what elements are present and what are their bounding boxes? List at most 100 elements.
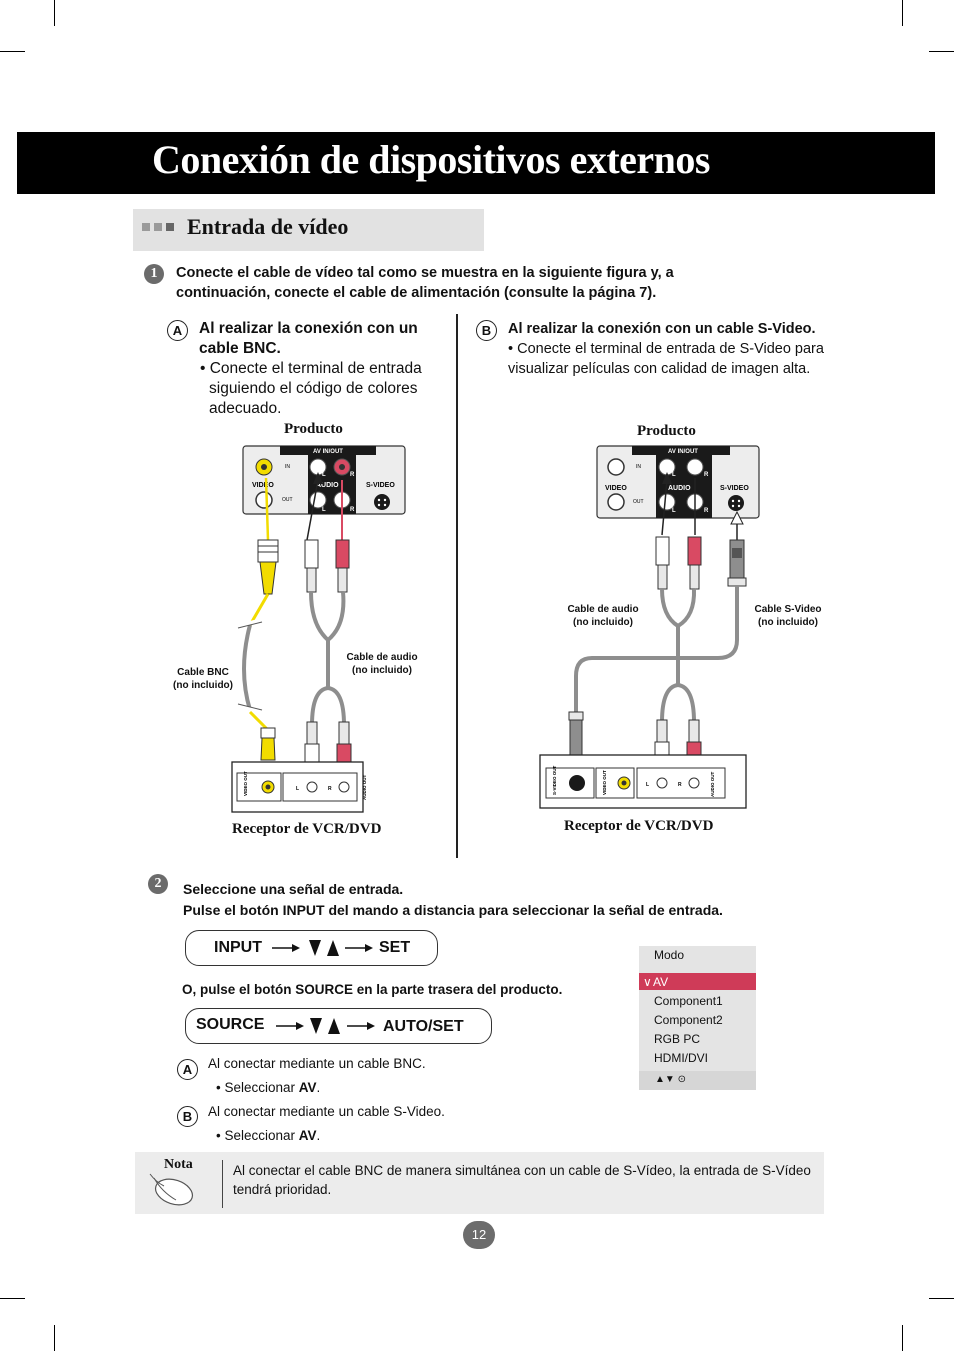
panel-b-out-label: OUT: [633, 499, 644, 505]
step2-option-b-badge: B: [177, 1106, 198, 1127]
diagram-b-product-label: Producto: [637, 423, 696, 439]
section-title: Entrada de vídeo: [187, 214, 349, 239]
option-a-heading-line2: cable BNC.: [199, 340, 281, 357]
input-sequence-pill: [185, 930, 438, 966]
down-up-arrows-icon: [310, 1018, 340, 1034]
panel-b-l-top: L: [672, 472, 676, 478]
vcr-b-svideo-port: [569, 775, 585, 791]
menu-title: Modo: [654, 948, 685, 962]
step-1-line2: continuación, conecte el cable de alimen…: [176, 285, 657, 301]
diagram-a-bnc-label: Cable BNC (no incluido): [164, 666, 242, 692]
select-suffix: .: [316, 1128, 321, 1143]
crop-mark: [902, 0, 903, 26]
vcr-b-audio-out-label: AUDIO OUT: [710, 772, 715, 798]
diagram-b-svideo-label: Cable S-Video (no incluido): [744, 603, 832, 629]
input-mode-menu: Modo ∨ AV Component1 Component2 RGB PC H…: [639, 946, 756, 1090]
panel-a-audio-label: AUDIO: [316, 482, 339, 489]
option-a-bullet-line2: siguiendo el código de colores: [209, 380, 418, 397]
option-b-bullet: • Conecte el terminal de entrada de S-Vi…: [508, 339, 824, 379]
section-bullet-icon: [166, 223, 174, 231]
panel-a-r-bottom: R: [350, 507, 355, 513]
diagram-b-audio-label-line2: (no incluido): [573, 617, 633, 628]
arrow-right-icon: [345, 944, 373, 952]
vcr-a-audio-out-label: AUDIO OUT: [362, 775, 367, 801]
page-title: Conexión de dispositivos externos: [152, 137, 711, 182]
crop-mark: [54, 0, 55, 26]
panel-a-l-top: L: [322, 472, 326, 478]
menu-item-av[interactable]: AV: [653, 975, 669, 989]
diagram-a-bnc-label-line2: (no incluido): [173, 680, 233, 691]
diagram-a-receiver-label: Receptor de VCR/DVD: [232, 821, 382, 837]
select-value: AV: [298, 1080, 317, 1095]
panel-b-in-label: IN: [636, 464, 641, 470]
set-key-label: SET: [379, 939, 411, 956]
crop-mark: [929, 1298, 954, 1299]
menu-selected-row[interactable]: [639, 973, 756, 990]
vcr-b-r-label: R: [678, 782, 682, 788]
page-number: 12: [463, 1221, 495, 1249]
panel-b-l-bottom: L: [672, 508, 676, 514]
vcr-a-l-label: L: [296, 786, 299, 792]
panel-b-r-bottom: R: [704, 508, 709, 514]
menu-footer: [639, 1071, 756, 1090]
panel-a-video-label: VIDEO: [252, 482, 274, 489]
down-up-arrows-icon: [309, 940, 339, 956]
panel-a-svideo-label: S-VIDEO: [366, 482, 395, 489]
select-prefix: • Seleccionar: [216, 1080, 299, 1095]
step-1-text: Conecte el cable de vídeo tal como se mu…: [176, 263, 674, 303]
diagram-a-bnc-label-line1: Cable BNC: [177, 667, 229, 678]
panel-a-svideo-port: [374, 494, 390, 510]
note-line1: Al conectar el cable BNC de manera simul…: [233, 1163, 811, 1178]
diagram-b-audio-label-line1: Cable de audio: [567, 604, 639, 615]
vcr-a-video-out-label: VIDEO OUT: [243, 771, 248, 796]
panel-b-svideo-label: S-VIDEO: [720, 485, 749, 492]
step2-option-a-text: Al conectar mediante un cable BNC.: [208, 1056, 426, 1071]
menu-item-component1[interactable]: Component1: [654, 994, 723, 1008]
panel-a-r-top: R: [350, 472, 355, 478]
vcr-panel-b: S-VIDEO OUT VIDEO OUT AUDIO OUT: [539, 754, 747, 809]
panel-a-out-label: OUT: [282, 497, 293, 503]
panel-b-svideo-port: [728, 495, 744, 511]
step-2-line2: Pulse el botón INPUT del mando a distanc…: [183, 902, 723, 918]
menu-item-component2[interactable]: Component2: [654, 1013, 723, 1027]
step-1-badge: 1: [144, 264, 164, 284]
arrow-right-icon: [276, 1022, 304, 1030]
vcr-a-r-label: R: [328, 786, 332, 792]
crop-mark: [929, 51, 954, 52]
crop-mark: [0, 1298, 25, 1299]
vcr-b-l-label: L: [646, 782, 649, 788]
panel-a-l-bottom: L: [322, 507, 326, 513]
vcr-b-video-out-label: VIDEO OUT: [602, 770, 607, 795]
note-line2: tendrá prioridad.: [233, 1182, 332, 1197]
select-prefix: • Seleccionar: [216, 1128, 299, 1143]
panel-b-header: AV IN/OUT: [668, 449, 698, 455]
note-box: [135, 1152, 824, 1214]
arrow-right-icon: [347, 1022, 375, 1030]
panel-b-audio-l-out: [658, 493, 676, 511]
option-a-bullet-line3: adecuado.: [209, 400, 282, 417]
source-sequence-pill: [185, 1008, 492, 1044]
panel-b-video-label: VIDEO: [605, 485, 627, 492]
crop-mark: [54, 1325, 55, 1351]
diagram-b-connection: AV IN/OUT VIDEO IN OUT AUDIO S-VIDEO: [539, 445, 760, 809]
vcr-panel-a: VIDEO OUT AUDIO OUT: [231, 761, 367, 813]
section-header: [133, 209, 484, 251]
step-2-badge: 2: [148, 874, 168, 894]
note-hand-icon: [149, 1173, 194, 1206]
input-key-label: INPUT: [214, 939, 262, 956]
diagram-a-connection: AV IN/OUT VIDEO IN OUT AUDIO S-VIDEO: [231, 445, 406, 813]
menu-item-rgb-pc[interactable]: RGB PC: [654, 1032, 701, 1046]
step-1-line1: Conecte el cable de vídeo tal como se mu…: [176, 265, 674, 281]
select-suffix: .: [316, 1080, 321, 1095]
vcr-b-svideo-out-label: S-VIDEO OUT: [552, 765, 557, 795]
option-b-badge: B: [476, 320, 497, 341]
step-2-line1: Seleccione una señal de entrada.: [183, 881, 404, 897]
option-b-heading: Al realizar la conexión con un cable S-V…: [508, 321, 816, 337]
panel-lr-labels: L R L R L R L R: [322, 472, 709, 514]
menu-item-hdmi-dvi[interactable]: HDMI/DVI: [654, 1051, 708, 1065]
option-a-bullet: • Conecte el terminal de entrada siguien…: [200, 359, 422, 419]
vcr-b-audio-r-port: [688, 777, 700, 789]
panel-a-video-out-port: [255, 491, 273, 509]
diagram-b-receiver-label: Receptor de VCR/DVD: [564, 818, 714, 834]
panel-b-video-out-port: [607, 493, 625, 511]
